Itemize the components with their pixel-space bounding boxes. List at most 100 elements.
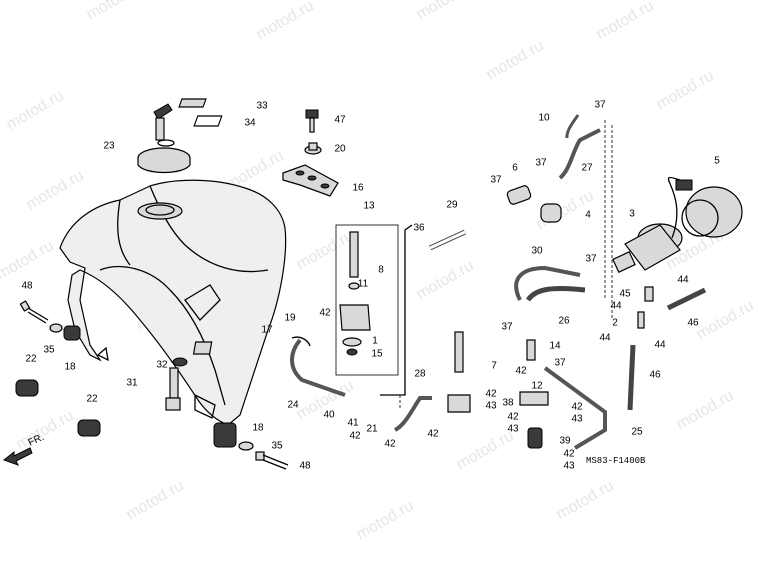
callout-18a: 18 <box>64 362 76 373</box>
watermark-text: motod.ru <box>84 0 147 23</box>
fuel-pump <box>612 176 683 273</box>
callout-35b: 35 <box>271 441 283 452</box>
watermark-text: motod.ru <box>414 257 477 303</box>
callout-43c: 43 <box>571 414 583 425</box>
callout-37a: 37 <box>594 100 606 111</box>
rubber-mount-18-left <box>63 325 81 341</box>
callout-42g: 42 <box>507 412 519 423</box>
callout-7: 7 <box>491 361 497 372</box>
watermark-text: motod.ru <box>554 477 617 523</box>
callout-26: 26 <box>558 316 570 327</box>
watermark-text: motod.ru <box>254 0 317 43</box>
callout-13: 13 <box>363 201 375 212</box>
callout-35a: 35 <box>43 345 55 356</box>
callout-43a: 43 <box>485 401 497 412</box>
callout-43b: 43 <box>507 424 519 435</box>
callout-42e: 42 <box>485 389 497 400</box>
callout-44b: 44 <box>610 301 622 312</box>
callout-8: 8 <box>378 265 384 276</box>
callout-10: 10 <box>538 113 550 124</box>
callout-31: 31 <box>126 378 138 389</box>
watermark-text: motod.ru <box>414 0 477 23</box>
callout-42f: 42 <box>515 366 527 377</box>
watermark-text: motod.ru <box>4 87 67 133</box>
fuel-valve-assembly <box>335 224 399 376</box>
callout-40: 40 <box>323 410 335 421</box>
callout-38: 38 <box>502 398 514 409</box>
callout-44a: 44 <box>677 275 689 286</box>
watermark-text: motod.ru <box>24 167 87 213</box>
watermark-text: motod.ru <box>654 67 717 113</box>
callout-25: 25 <box>631 427 643 438</box>
watermark-text: motod.ru <box>694 297 757 343</box>
callout-12: 12 <box>531 381 543 392</box>
callout-14: 14 <box>549 341 561 352</box>
watermark-text: motod.ru <box>594 0 657 43</box>
fuel-tank <box>59 179 287 426</box>
callout-48a: 48 <box>21 281 33 292</box>
callout-44c: 44 <box>599 333 611 344</box>
callout-5: 5 <box>714 156 720 167</box>
callout-37d: 37 <box>585 254 597 265</box>
fuel-filter-5 <box>675 179 743 238</box>
callout-41: 41 <box>347 418 359 429</box>
callout-36: 36 <box>413 223 425 234</box>
callout-42i: 42 <box>563 449 575 460</box>
callout-37c: 37 <box>490 175 502 186</box>
rubber-mount-18-right <box>213 422 237 448</box>
callout-11: 11 <box>358 279 369 290</box>
callout-44d: 44 <box>654 340 666 351</box>
callout-43d: 43 <box>563 461 575 472</box>
callout-42h: 42 <box>571 402 583 413</box>
callout-22b: 22 <box>86 394 98 405</box>
callout-24: 24 <box>287 400 299 411</box>
watermark-text: motod.ru <box>0 237 57 283</box>
callout-46a: 46 <box>687 318 699 329</box>
callout-42d: 42 <box>427 429 439 440</box>
callout-28: 28 <box>414 369 426 380</box>
callout-18b: 18 <box>252 423 264 434</box>
callout-29: 29 <box>446 200 458 211</box>
watermark-text: motod.ru <box>674 387 737 433</box>
tank-bracket <box>282 164 339 197</box>
fuel-cap <box>137 103 191 174</box>
callout-45: 45 <box>619 289 631 300</box>
diagram-code: MS83-F1400B <box>586 456 646 466</box>
watermark-text: motod.ru <box>14 407 77 453</box>
callout-47: 47 <box>334 115 346 126</box>
callout-23: 23 <box>103 141 115 152</box>
callout-19: 19 <box>284 313 296 324</box>
fuel-sensor <box>165 357 188 411</box>
callout-2: 2 <box>612 318 618 329</box>
callout-17: 17 <box>261 325 273 336</box>
callout-34: 34 <box>244 118 256 129</box>
watermark-text: motod.ru <box>354 497 417 543</box>
callout-42b: 42 <box>349 431 361 442</box>
callout-15: 15 <box>371 349 383 360</box>
callout-42a: 42 <box>319 308 331 319</box>
watermark-text: motod.ru <box>294 227 357 273</box>
callout-27: 27 <box>581 163 593 174</box>
watermark-text: motod.ru <box>124 477 187 523</box>
callout-22a: 22 <box>25 354 37 365</box>
callout-4: 4 <box>585 210 591 221</box>
callout-37f: 37 <box>554 358 566 369</box>
callout-layer: 1234567810111213141516171818192021222223… <box>21 100 720 472</box>
callout-21: 21 <box>366 424 378 435</box>
callout-6: 6 <box>512 163 518 174</box>
callout-46b: 46 <box>649 370 661 381</box>
callout-3: 3 <box>629 209 635 220</box>
callout-1: 1 <box>372 336 378 347</box>
callout-16: 16 <box>352 183 364 194</box>
callout-33: 33 <box>256 101 268 112</box>
callout-37e: 37 <box>501 322 513 333</box>
callout-37b: 37 <box>535 158 547 169</box>
rubber-mount-22-right <box>77 419 101 437</box>
callout-20: 20 <box>334 144 346 155</box>
callout-30: 30 <box>531 246 543 257</box>
rubber-mount-22-left <box>15 379 39 397</box>
callout-48b: 48 <box>299 461 311 472</box>
bolt-48-right <box>255 451 289 470</box>
bolt-48-left <box>19 300 49 324</box>
